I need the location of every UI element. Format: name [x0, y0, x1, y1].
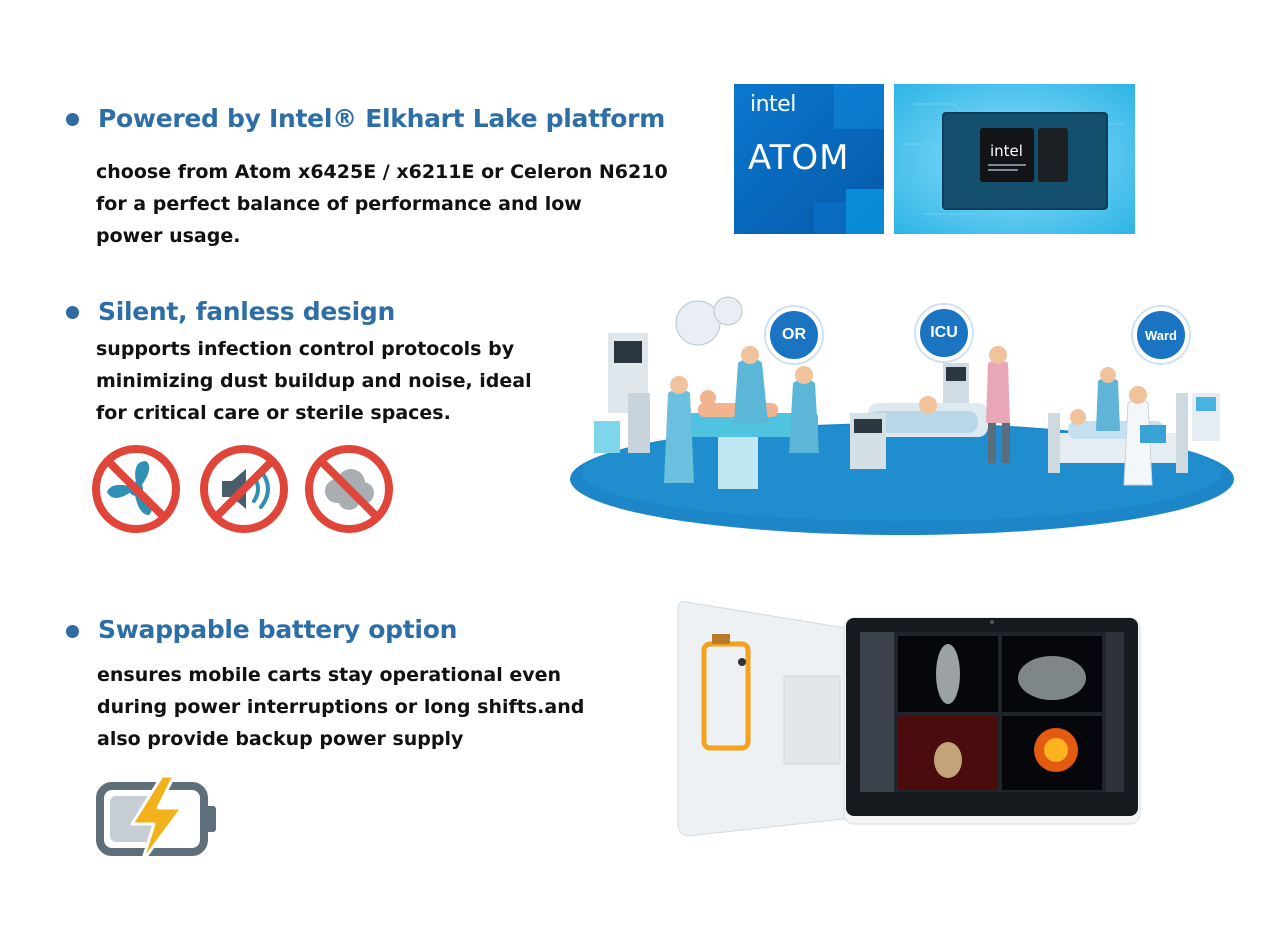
bullet-dot — [66, 306, 79, 319]
or-scene — [594, 296, 819, 489]
intel-atom-logo: intel ATOM — [734, 84, 884, 234]
intel-chip-image: intel — [894, 84, 1135, 234]
intel-brand-text: intel — [750, 92, 796, 117]
hospital-scene-graphic — [570, 296, 1234, 535]
feature-desc-battery: ensures mobile carts stay operational ev… — [97, 659, 584, 755]
no-noise-icon — [198, 443, 290, 535]
icu-scene — [850, 346, 1010, 469]
badge-icu: ICU — [916, 305, 972, 361]
desc-line: supports infection control protocols by — [96, 338, 515, 360]
bullet-dot — [66, 625, 79, 638]
ward-scene — [1048, 367, 1220, 486]
desc-line: choose from Atom x6425E / x6211E or Cele… — [96, 161, 668, 183]
badge-ward: Ward — [1133, 307, 1189, 363]
desc-line: ensures mobile carts stay operational ev… — [97, 664, 562, 686]
hospital-settings-illustration: OR ICU Ward — [568, 293, 1236, 545]
badge-or-label: OR — [782, 326, 806, 343]
feature-heading-battery: Swappable battery option — [98, 615, 458, 644]
feature-desc-fanless: supports infection control protocols by … — [96, 333, 532, 429]
chip-brand-text: intel — [990, 142, 1023, 160]
bullet-dot — [66, 113, 79, 126]
badge-or: OR — [766, 307, 822, 363]
desc-line: for critical care or sterile spaces. — [96, 402, 451, 424]
desc-line: power usage. — [96, 225, 241, 247]
intel-atom-logo-graphic — [734, 84, 884, 234]
no-dust-icon — [303, 443, 395, 535]
feature-heading-intel: Powered by Intel® Elkhart Lake platform — [98, 104, 665, 133]
feature-heading-fanless: Silent, fanless design — [98, 297, 395, 326]
panel-pc-graphic — [677, 601, 1141, 837]
atom-product-text: ATOM — [748, 138, 850, 178]
desc-line: for a perfect balance of performance and… — [96, 193, 582, 215]
chip-board-graphic: intel — [894, 84, 1135, 234]
medical-panel-pc-image — [676, 598, 1144, 840]
badge-ward-label: Ward — [1144, 327, 1178, 343]
feature-desc-intel: choose from Atom x6425E / x6211E or Cele… — [96, 156, 668, 252]
desc-line: also provide backup power supply — [97, 728, 464, 750]
battery-charging-icon — [96, 772, 220, 866]
desc-line: during power interruptions or long shift… — [97, 696, 585, 718]
desc-line: minimizing dust buildup and noise, ideal — [96, 370, 532, 392]
no-fan-icon — [90, 443, 182, 535]
badge-icu-label: ICU — [930, 324, 958, 341]
